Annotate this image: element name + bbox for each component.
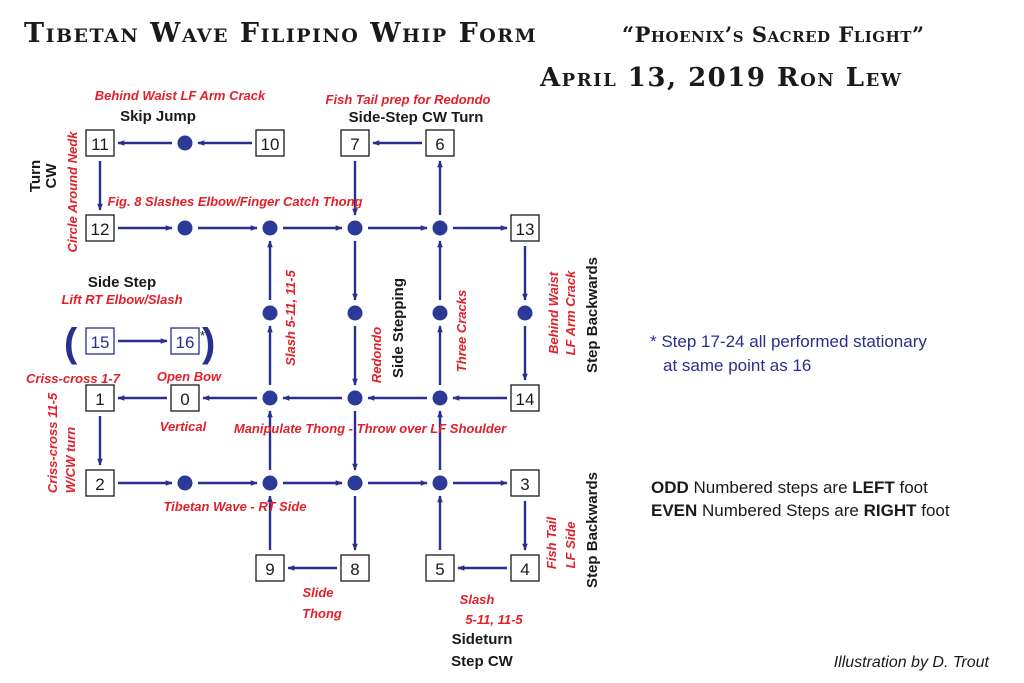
step-box-11: 11 — [85, 129, 115, 157]
step-number: 9 — [265, 560, 274, 579]
label-criss-cross-1-7: Criss-cross 1-7 — [26, 371, 121, 386]
label-redondo: Redondo — [369, 327, 384, 383]
step-box-6: 6 — [425, 129, 455, 157]
waypoint-dot — [347, 475, 363, 491]
label-step-backwards-bottom: Step Backwards — [584, 472, 601, 588]
label-lf-arm-crack: LF Arm Crack — [563, 270, 578, 356]
waypoint-dot — [432, 220, 448, 236]
waypoint-dot — [517, 305, 533, 321]
label-side-step-cw-turn: Side-Step CW Turn — [349, 109, 484, 126]
step-box-3: 3 — [510, 469, 540, 497]
step-number: 12 — [91, 220, 110, 239]
label-manipulate-thong: Manipulate Thong - Throw over LF Shoulde… — [234, 421, 507, 436]
step-number: 1 — [95, 390, 104, 409]
label-slash-5-11: Slash 5-11, 11-5 — [283, 269, 298, 365]
label-slash-bottom-range: 5-11, 11-5 — [465, 612, 523, 627]
step-box-5: 5 — [425, 554, 455, 582]
step-box-2: 2 — [85, 469, 115, 497]
waypoint-dot — [262, 220, 278, 236]
step16-asterisk: * — [200, 328, 205, 343]
label-open-bow: Open Bow — [157, 369, 222, 384]
step-number: 11 — [91, 135, 109, 154]
step-number: 4 — [520, 560, 529, 579]
label-criss-cross-11-5: Criss-cross 11-5 — [45, 392, 60, 493]
step-boxes: 11 10 7 6 12 13 15 16 1 0 14 2 3 9 8 5 4 — [85, 129, 540, 582]
date-author: April 13, 2019 Ron Lew — [539, 63, 903, 93]
label-sideturn: Sideturn — [452, 631, 513, 648]
step-number: 13 — [516, 220, 535, 239]
waypoint-dot — [432, 390, 448, 406]
waypoint-dot — [347, 390, 363, 406]
step-box-7: 7 — [340, 129, 370, 157]
label-behind-waist-top: Behind Waist LF Arm Crack — [95, 88, 266, 103]
label-thong: Thong — [302, 606, 342, 621]
form-subtitle: “Phoenix’s Sacred Flight” — [622, 22, 925, 47]
step-number: 6 — [435, 135, 444, 154]
step-box-4: 4 — [510, 554, 540, 582]
label-tibetan-wave: Tibetan Wave - RT Side — [163, 499, 306, 514]
waypoint-dot — [262, 475, 278, 491]
step-box-1: 1 — [85, 384, 115, 412]
step-box-9: 9 — [255, 554, 285, 582]
label-lf-side: LF Side — [563, 522, 578, 569]
waypoint-dot — [177, 475, 193, 491]
step-number: 15 — [91, 333, 110, 352]
waypoint-dot — [262, 390, 278, 406]
label-fish-tail-prep: Fish Tail prep for Redondo — [326, 92, 491, 107]
label-slash-bottom: Slash — [460, 592, 495, 607]
step-number: 3 — [520, 475, 529, 494]
step-box-15: 15 — [85, 327, 115, 355]
step-number: 8 — [350, 560, 359, 579]
step-arrows — [97, 140, 528, 571]
label-lift-rt-elbow: Lift RT Elbow/Slash — [61, 292, 182, 307]
label-side-step: Side Step — [88, 274, 156, 291]
label-cw-turn: W/CW turn — [63, 427, 78, 493]
step-box-10: 10 — [255, 129, 285, 157]
label-side-stepping: Side Stepping — [390, 278, 407, 378]
label-turn: Turn — [27, 160, 44, 192]
waypoint-dot — [262, 305, 278, 321]
step-box-13: 13 — [510, 214, 540, 242]
step-number: 16 — [176, 333, 195, 352]
step-number: 14 — [516, 390, 535, 409]
label-fig8: Fig. 8 Slashes Elbow/Finger Catch Thong — [108, 194, 363, 209]
step-box-16: 16 — [170, 327, 200, 355]
step-box-12: 12 — [85, 214, 115, 242]
label-step-backwards-top: Step Backwards — [584, 257, 601, 373]
label-circle-around-neck: Circle Around Nedk — [65, 131, 80, 253]
label-fish-tail: Fish Tail — [544, 516, 559, 569]
step-number: 5 — [435, 560, 444, 579]
label-three-cracks: Three Cracks — [454, 290, 469, 372]
step-box-14: 14 — [510, 384, 540, 412]
waypoint-dot — [177, 135, 193, 151]
step-box-8: 8 — [340, 554, 370, 582]
waypoint-dot — [432, 475, 448, 491]
open-paren: ( — [64, 321, 78, 365]
step-number: 7 — [350, 135, 359, 154]
note-stationary-line2: at same point as 16 — [663, 356, 811, 375]
waypoint-dot — [432, 305, 448, 321]
illustration-credit: Illustration by D. Trout — [834, 654, 990, 671]
form-title: Tibetan Wave Filipino Whip Form — [24, 18, 537, 49]
close-paren: ) — [202, 321, 215, 365]
note-odd-steps: ODD Numbered steps are LEFT foot — [651, 478, 928, 497]
step-number: 0 — [180, 390, 189, 409]
step-number: 2 — [95, 475, 104, 494]
step-number: 10 — [261, 135, 280, 154]
waypoint-dots — [177, 135, 533, 491]
label-slide: Slide — [302, 585, 333, 600]
note-stationary-line1: * Step 17-24 all performed stationary — [650, 332, 927, 351]
label-skip-jump: Skip Jump — [120, 108, 196, 125]
note-even-steps: EVEN Numbered Steps are RIGHT foot — [651, 501, 950, 520]
waypoint-dot — [347, 220, 363, 236]
label-vertical: Vertical — [160, 419, 207, 434]
label-behind-waist: Behind Waist — [546, 271, 561, 354]
step-box-0: 0 — [170, 384, 200, 412]
waypoint-dot — [177, 220, 193, 236]
label-cw: CW — [43, 163, 60, 189]
waypoint-dot — [347, 305, 363, 321]
label-step-cw: Step CW — [451, 653, 514, 670]
